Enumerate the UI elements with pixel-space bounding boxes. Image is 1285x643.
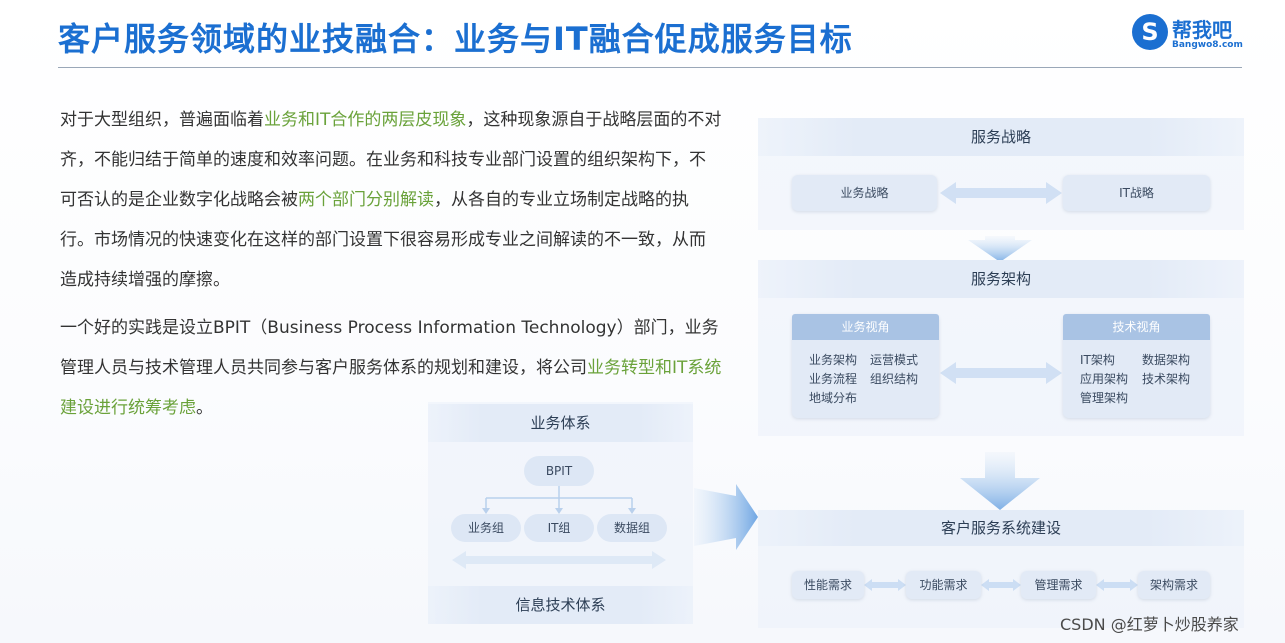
management-req-box: 管理需求 <box>1021 571 1096 599</box>
performance-req-box: 性能需求 <box>792 571 864 599</box>
title-divider <box>58 67 1242 68</box>
watermark: CSDN @红萝卜炒股养家 <box>1060 615 1239 634</box>
text: 。 <box>196 398 213 418</box>
intro-paragraph: 对于大型组织，普遍面临着业务和IT合作的两层皮现象，这种现象源自于战略层面的不对… <box>60 100 722 300</box>
brand-logo: 帮我吧 Bangwo8.com <box>1132 12 1252 56</box>
highlight-text: 业务转型和IT系统建设进行统筹考虑 <box>60 358 722 418</box>
arch-item: 应用架构 <box>1080 372 1129 386</box>
text: 一个好的实践是设立BPIT（Business Process Informati… <box>60 318 719 378</box>
arch-item: 数据架构 <box>1142 353 1191 367</box>
text: ，这种现象源自于战略层面的不对齐，不能归结于简单的速度和效率问题。在业务和科技专… <box>60 110 722 210</box>
data-group-node: 数据组 <box>597 514 667 542</box>
tech-view-title: 技术视角 <box>1063 314 1210 340</box>
text: 对于大型组织，普遍面临着 <box>60 110 264 130</box>
arch-item: IT架构 <box>1080 353 1115 367</box>
practice-paragraph: 一个好的实践是设立BPIT（Business Process Informati… <box>60 308 722 428</box>
bpit-node: BPIT <box>524 456 594 486</box>
it-group-node: IT组 <box>524 514 594 542</box>
arch-item: 技术架构 <box>1142 372 1191 386</box>
arch-item: 管理架构 <box>1080 391 1129 405</box>
arch-item: 运营模式 <box>870 353 919 367</box>
logo-name: 帮我吧 <box>1172 18 1232 42</box>
arch-item: 地域分布 <box>809 391 858 405</box>
highlight-text: 业务和IT合作的两层皮现象 <box>264 110 467 130</box>
it-strategy-box: IT战略 <box>1063 175 1210 211</box>
service-strategy-band: 服务战略 <box>758 118 1244 156</box>
arch-item: 业务流程 <box>809 372 858 386</box>
text: ，从各自的专业立场制定战略的执行。市场情况的快速变化在这样的部门设置下很容易形成… <box>60 190 706 290</box>
arch-item: 组织结构 <box>870 372 919 386</box>
highlight-text: 两个部门分别解读 <box>298 190 434 210</box>
logo-url: Bangwo8.com <box>1172 40 1243 50</box>
system-construction-band: 客户服务系统建设 <box>758 510 1244 546</box>
page-title: 客户服务领域的业技融合：业务与IT融合促成服务目标 <box>58 20 853 58</box>
business-system-band: 业务体系 <box>428 404 693 442</box>
architecture-req-box: 架构需求 <box>1138 571 1210 599</box>
logo-icon <box>1132 14 1168 50</box>
business-group-node: 业务组 <box>451 514 521 542</box>
it-system-band: 信息技术体系 <box>428 586 693 624</box>
right-arrow-icon <box>694 484 758 550</box>
business-strategy-box: 业务战略 <box>792 175 937 211</box>
function-req-box: 功能需求 <box>906 571 981 599</box>
down-arrow-icon <box>968 236 1032 262</box>
service-architecture-band: 服务架构 <box>758 260 1244 298</box>
business-view-title: 业务视角 <box>792 314 939 340</box>
down-arrow-icon <box>960 452 1040 510</box>
arch-item: 业务架构 <box>809 353 858 367</box>
